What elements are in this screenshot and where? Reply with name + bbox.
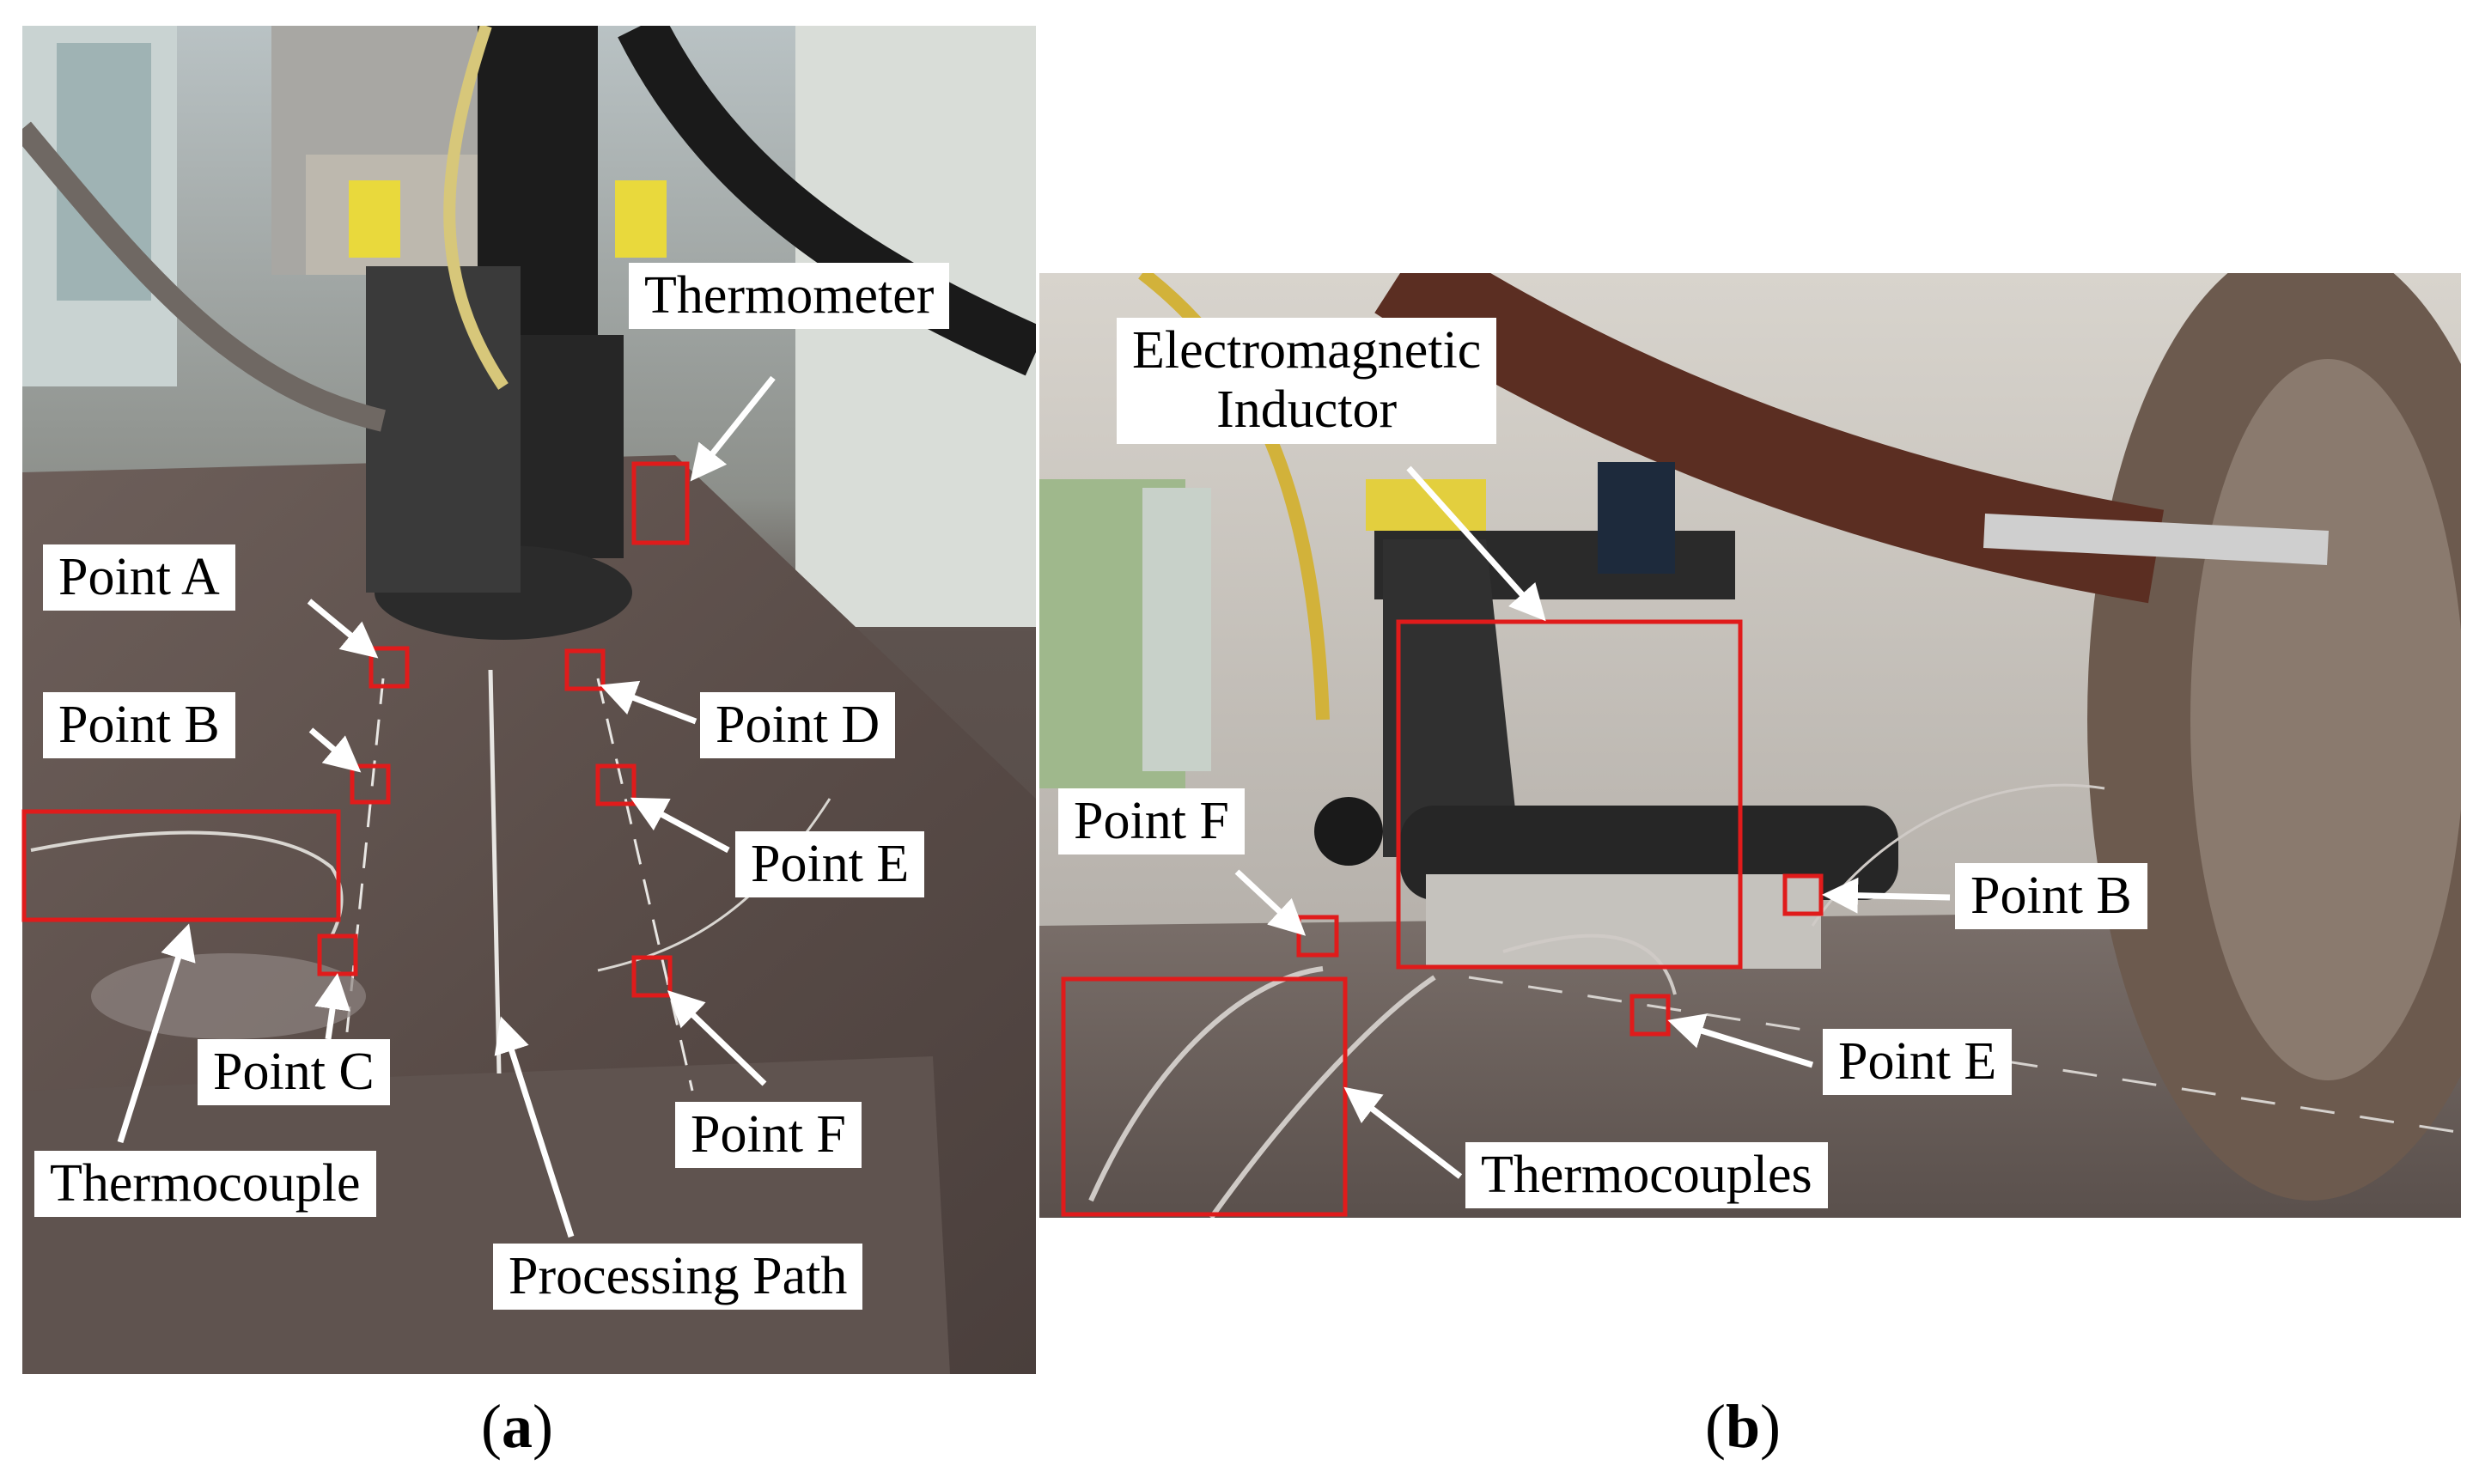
label-inductor-line1: Electromagnetic bbox=[1132, 321, 1482, 380]
label-point-c: Point C bbox=[198, 1039, 390, 1106]
caption-a-open: ( bbox=[481, 1392, 502, 1461]
label-point-e: Point E bbox=[735, 831, 925, 898]
label-thermocouple: Thermocouple bbox=[34, 1151, 376, 1218]
label-point-a: Point A bbox=[43, 544, 235, 611]
caption-b-open: ( bbox=[1705, 1392, 1726, 1461]
label-point-b-b: Point B bbox=[1955, 863, 2147, 930]
caption-b: (b) bbox=[1705, 1391, 1781, 1463]
caption-a-close: ) bbox=[532, 1392, 553, 1461]
label-point-e-b: Point E bbox=[1823, 1029, 2013, 1096]
label-electromagnetic-inductor: Electromagnetic Inductor bbox=[1117, 318, 1497, 444]
label-point-b: Point B bbox=[43, 692, 235, 759]
label-point-f: Point F bbox=[675, 1102, 862, 1169]
label-thermometer: Thermometer bbox=[629, 263, 950, 330]
label-point-f-b: Point F bbox=[1058, 788, 1245, 855]
caption-b-letter: b bbox=[1725, 1392, 1761, 1461]
photo-a-scene bbox=[22, 26, 1036, 1374]
label-thermocouples: Thermocouples bbox=[1465, 1142, 1828, 1209]
caption-b-close: ) bbox=[1760, 1392, 1782, 1461]
label-inductor-line2: Inductor bbox=[1216, 380, 1398, 440]
photo-panel-a bbox=[22, 26, 1036, 1374]
caption-a-letter: a bbox=[501, 1392, 533, 1461]
label-point-d: Point D bbox=[700, 692, 896, 759]
caption-a: (a) bbox=[481, 1391, 553, 1463]
label-processing-path: Processing Path bbox=[493, 1244, 863, 1311]
